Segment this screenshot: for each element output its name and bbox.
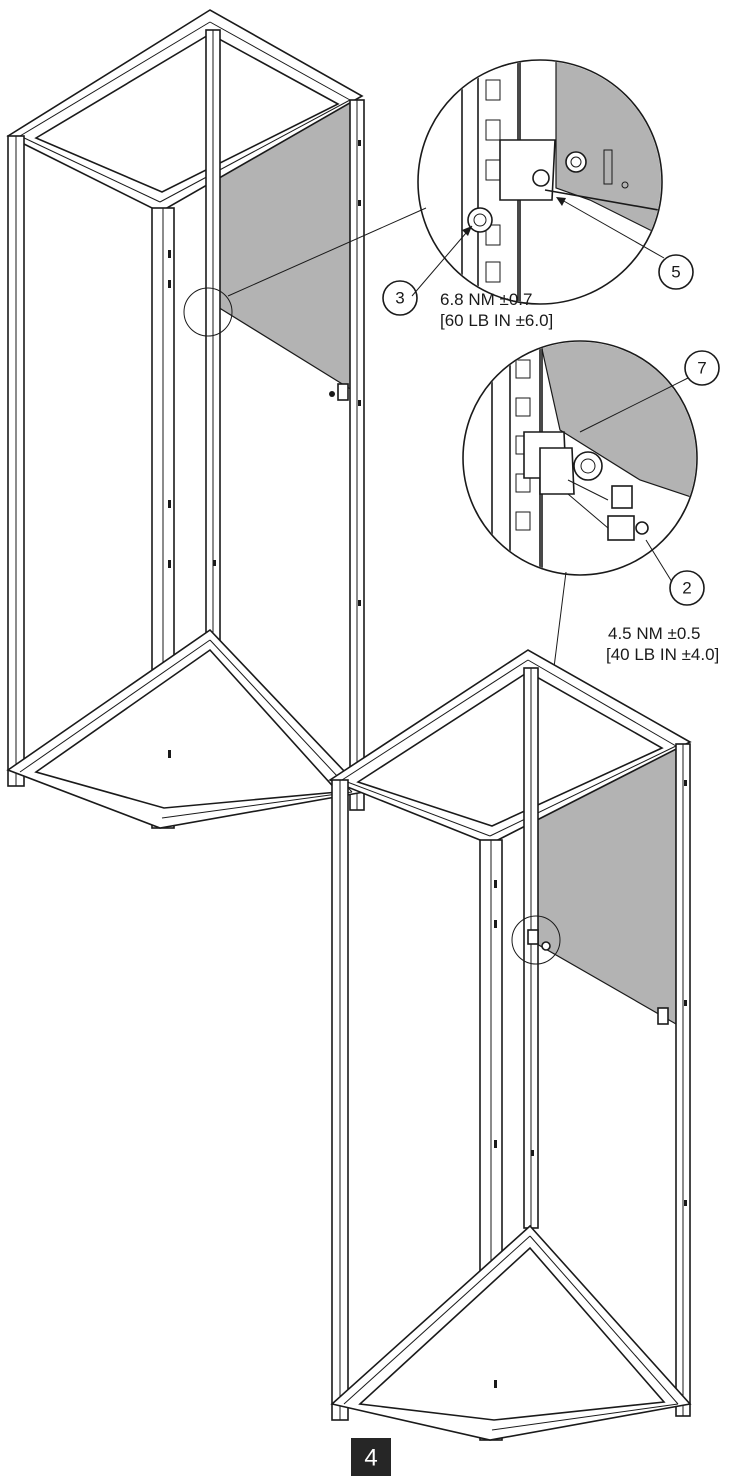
svg-text:2: 2 xyxy=(682,579,691,598)
svg-text:7: 7 xyxy=(697,359,706,378)
bracket-upper xyxy=(337,383,349,401)
callout-5: 5 xyxy=(658,254,694,290)
post-holes-upper xyxy=(168,140,361,758)
bracket-lower xyxy=(657,1007,669,1025)
svg-text:4: 4 xyxy=(364,1445,377,1472)
callout-7: 7 xyxy=(684,350,720,386)
torque-lower-line1: 4.5 NM ±0.5 xyxy=(608,624,700,643)
step-number-badge: 4 xyxy=(351,1438,391,1476)
torque-upper-line1: 6.8 NM ±0.7 xyxy=(440,290,532,309)
cabinet-frame-lower xyxy=(328,649,692,1441)
detail-marker-upper xyxy=(183,287,233,337)
post-holes-lower xyxy=(494,780,687,1388)
callout-2: 2 xyxy=(669,570,705,606)
detail-marker-lower xyxy=(511,915,561,965)
torque-lower-line2: [40 LB IN ±4.0] xyxy=(606,645,719,664)
svg-text:5: 5 xyxy=(671,263,680,282)
callout-3: 3 xyxy=(382,280,418,316)
cabinet-frame-upper xyxy=(6,9,366,829)
detail-view-upper xyxy=(227,59,665,305)
torque-upper-line2: [60 LB IN ±6.0] xyxy=(440,311,553,330)
svg-text:3: 3 xyxy=(395,289,404,308)
